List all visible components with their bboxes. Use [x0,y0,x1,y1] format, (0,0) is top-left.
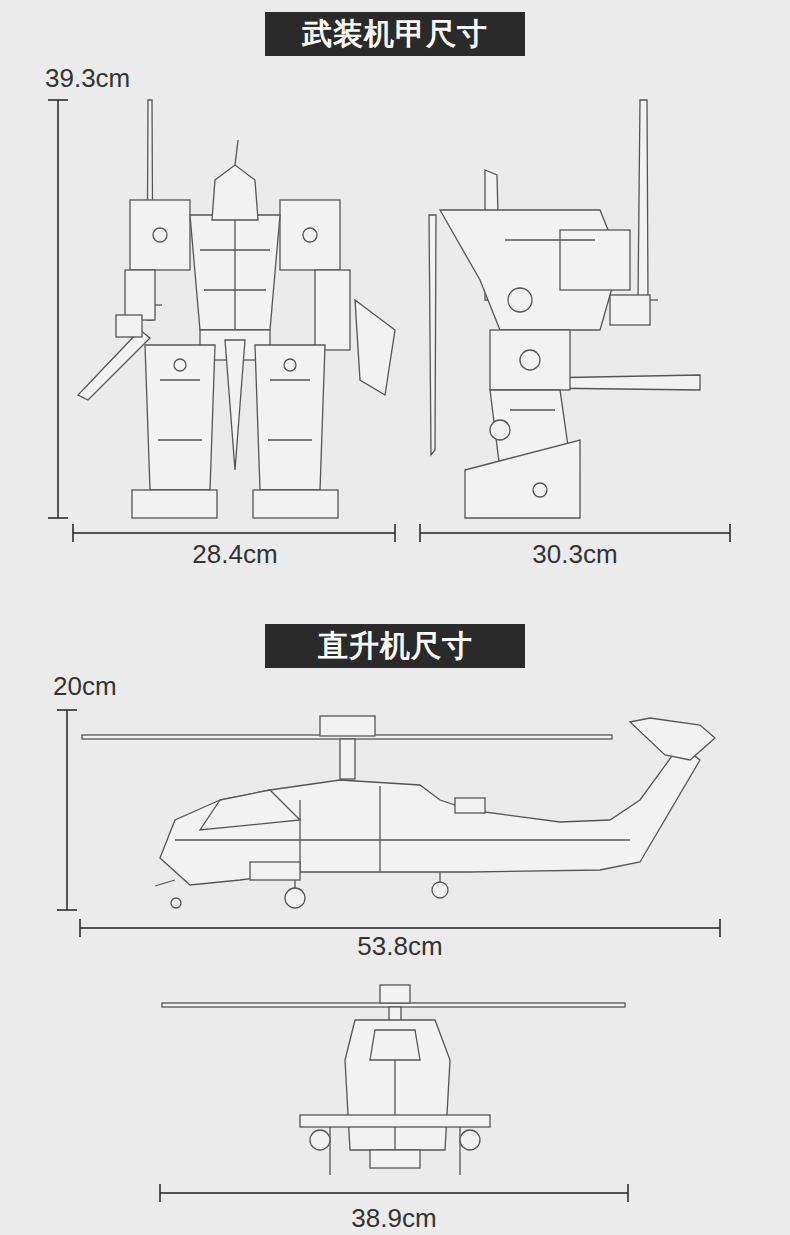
helicopter-front [162,985,625,1175]
dimension-label: 53.8cm [357,932,442,962]
dimension-label: 39.3cm [45,64,130,94]
header-text: 直升机尺寸 [318,626,473,667]
helicopter-side [82,716,715,908]
dimension-label: 38.9cm [351,1204,436,1234]
robot-front [78,100,395,518]
dimension-lines [48,100,730,1202]
section-header: 武装机甲尺寸 [265,12,525,56]
section-header: 直升机尺寸 [265,624,525,668]
dimension-label: 28.4cm [192,540,277,570]
dimension-label: 20cm [53,672,117,702]
dimension-label: 30.3cm [532,540,617,570]
header-text: 武装机甲尺寸 [302,14,488,55]
robot-side [429,100,700,518]
